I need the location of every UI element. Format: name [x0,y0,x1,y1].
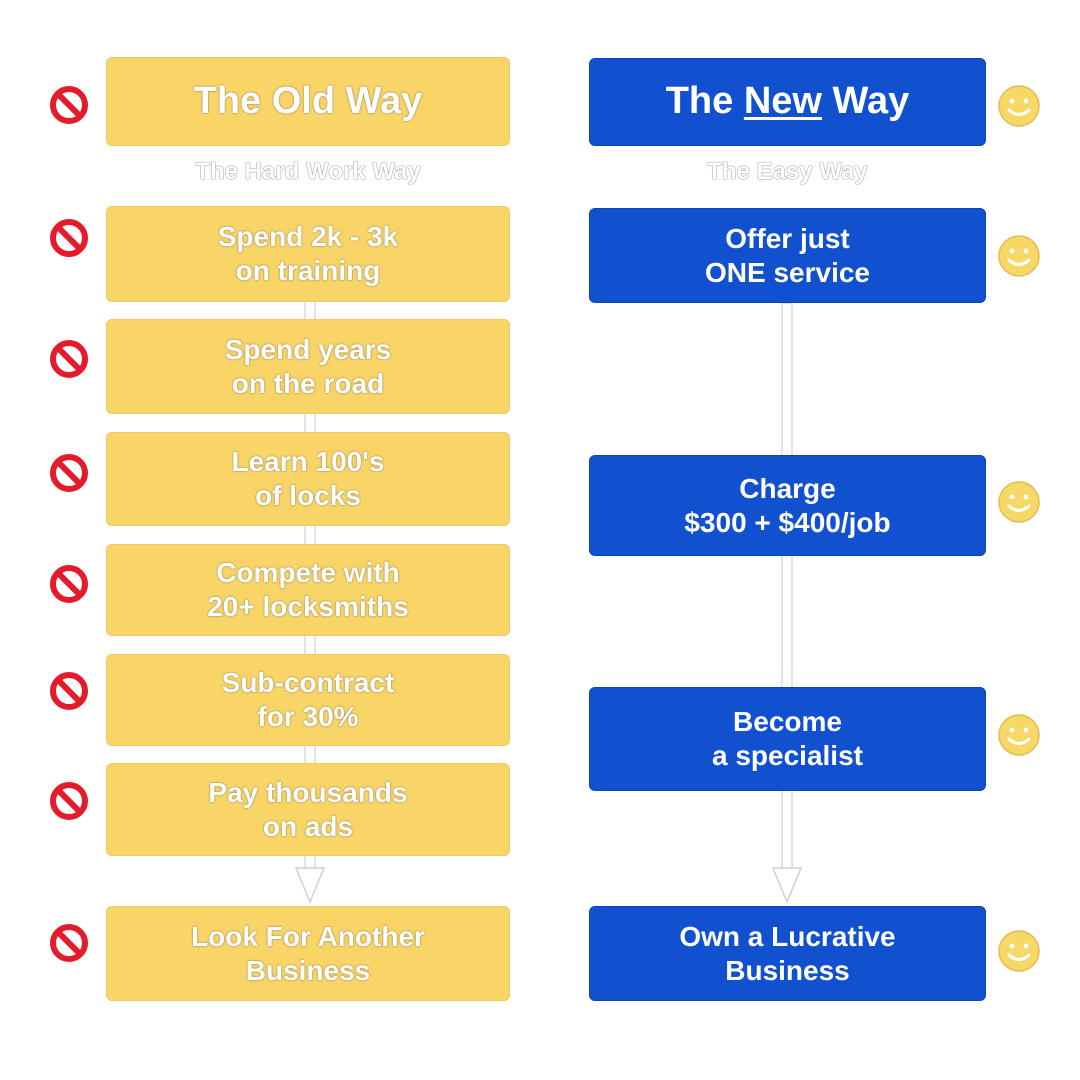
new-way-step-2: Charge $300 + $400/job [589,455,986,556]
step-line-2: of locks [255,480,361,511]
step-line-1: Pay thousands [208,776,408,808]
old-way-step-6: Pay thousands on ads [106,763,510,856]
smiley-face-icon [998,85,1040,127]
no-entry-icon [50,782,88,820]
new-way-step-1: Offer just ONE service [589,208,986,303]
step-line-2: $300 + $400/job [684,506,891,538]
new-way-step-4: Own a Lucrative Business [589,906,986,1001]
step-line-1: Own a Lucrative [679,920,896,952]
step-line-2: Business [245,954,371,986]
title-prefix: The [665,80,744,123]
no-entry-icon [50,340,88,378]
no-entry-icon [50,565,88,603]
step-line-1: Offer just [725,222,850,254]
step-line-2: on ads [262,810,354,842]
step-line-2: on training [235,255,381,286]
smiley-face-icon [998,235,1040,277]
old-way-step-2: Spend years on the road [106,319,510,414]
new-way-title-text: The New Way [666,79,910,125]
no-entry-icon [50,924,88,962]
smiley-face-icon [998,481,1040,523]
new-way-title: The New Way [589,58,986,146]
old-way-step-7: Look For Another Business [106,906,510,1001]
old-way-title-text: The Old Way [193,79,423,122]
new-way-step-3: Become a specialist [589,687,986,791]
step-line-1: Compete with [216,557,400,589]
step-line-1: Look For Another [191,920,425,952]
no-entry-icon [50,86,88,124]
step-line-1: Sub-contract [221,667,395,699]
no-entry-icon [50,219,88,257]
smiley-face-icon [998,714,1040,756]
step-line-2: for 30% [257,701,359,732]
step-line-2: 20+ locksmiths [207,591,409,622]
old-way-subtitle: The Hard Work Way [195,158,421,185]
old-way-step-5: Sub-contract for 30% [106,654,510,746]
step-line-1: Spend years [224,333,392,365]
old-way-title: The Old Way [106,57,510,146]
old-way-step-3: Learn 100's of locks [106,432,510,526]
title-suffix: Way [821,80,910,123]
no-entry-icon [50,672,88,710]
old-way-step-1: Spend 2k - 3k on training [106,206,510,302]
step-line-2: a specialist [712,740,863,771]
smiley-face-icon [998,930,1040,972]
old-way-step-4: Compete with 20+ locksmiths [106,544,510,636]
step-line-1: Charge [739,472,836,504]
step-line-2: ONE service [705,256,870,288]
no-entry-icon [50,454,88,492]
new-way-subtitle: The Easy Way [707,158,868,185]
step-line-2: on the road [231,367,385,399]
step-line-1: Become [733,706,842,738]
step-line-1: Spend 2k - 3k [217,221,399,253]
step-line-1: Learn 100's [231,446,385,478]
step-line-2: Business [725,954,850,986]
title-underlined-word: New [743,80,822,123]
